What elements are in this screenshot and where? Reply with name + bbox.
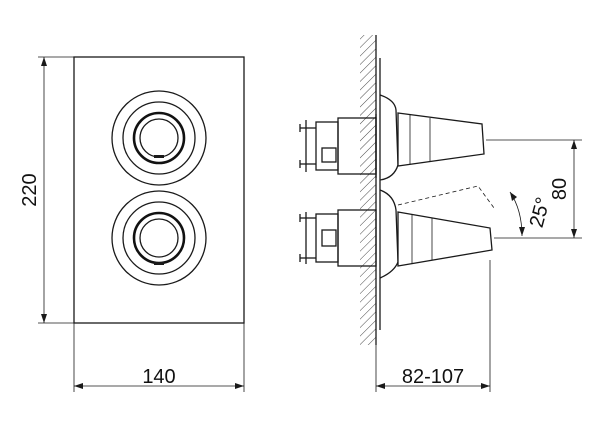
wall-section [360,35,376,345]
lower-handle [397,185,495,267]
lower-knob [111,190,207,286]
upper-valve-body [299,114,377,178]
rotated-handle-outline [397,185,495,209]
offset-dimension: 80 [486,139,582,239]
depth-label: 82-107 [402,366,464,388]
front-view: 220 140 [19,56,245,392]
upper-handle [397,112,485,167]
lower-valve-body [299,209,377,267]
height-dimension: 220 [19,56,74,324]
offset-label: 80 [549,178,571,200]
knob-marker [154,155,164,158]
width-label: 140 [142,366,175,388]
knob-marker [154,262,164,265]
lower-escutcheon [379,189,399,279]
upper-knob [111,90,207,186]
cover-plate [73,56,245,324]
upper-escutcheon [379,94,399,181]
depth-dimension: 82-107 [375,260,491,392]
angle-label: 25° [526,195,555,230]
width-dimension: 140 [73,323,245,392]
height-label: 220 [19,173,41,206]
side-view: 80 25° 82-107 [299,35,582,392]
